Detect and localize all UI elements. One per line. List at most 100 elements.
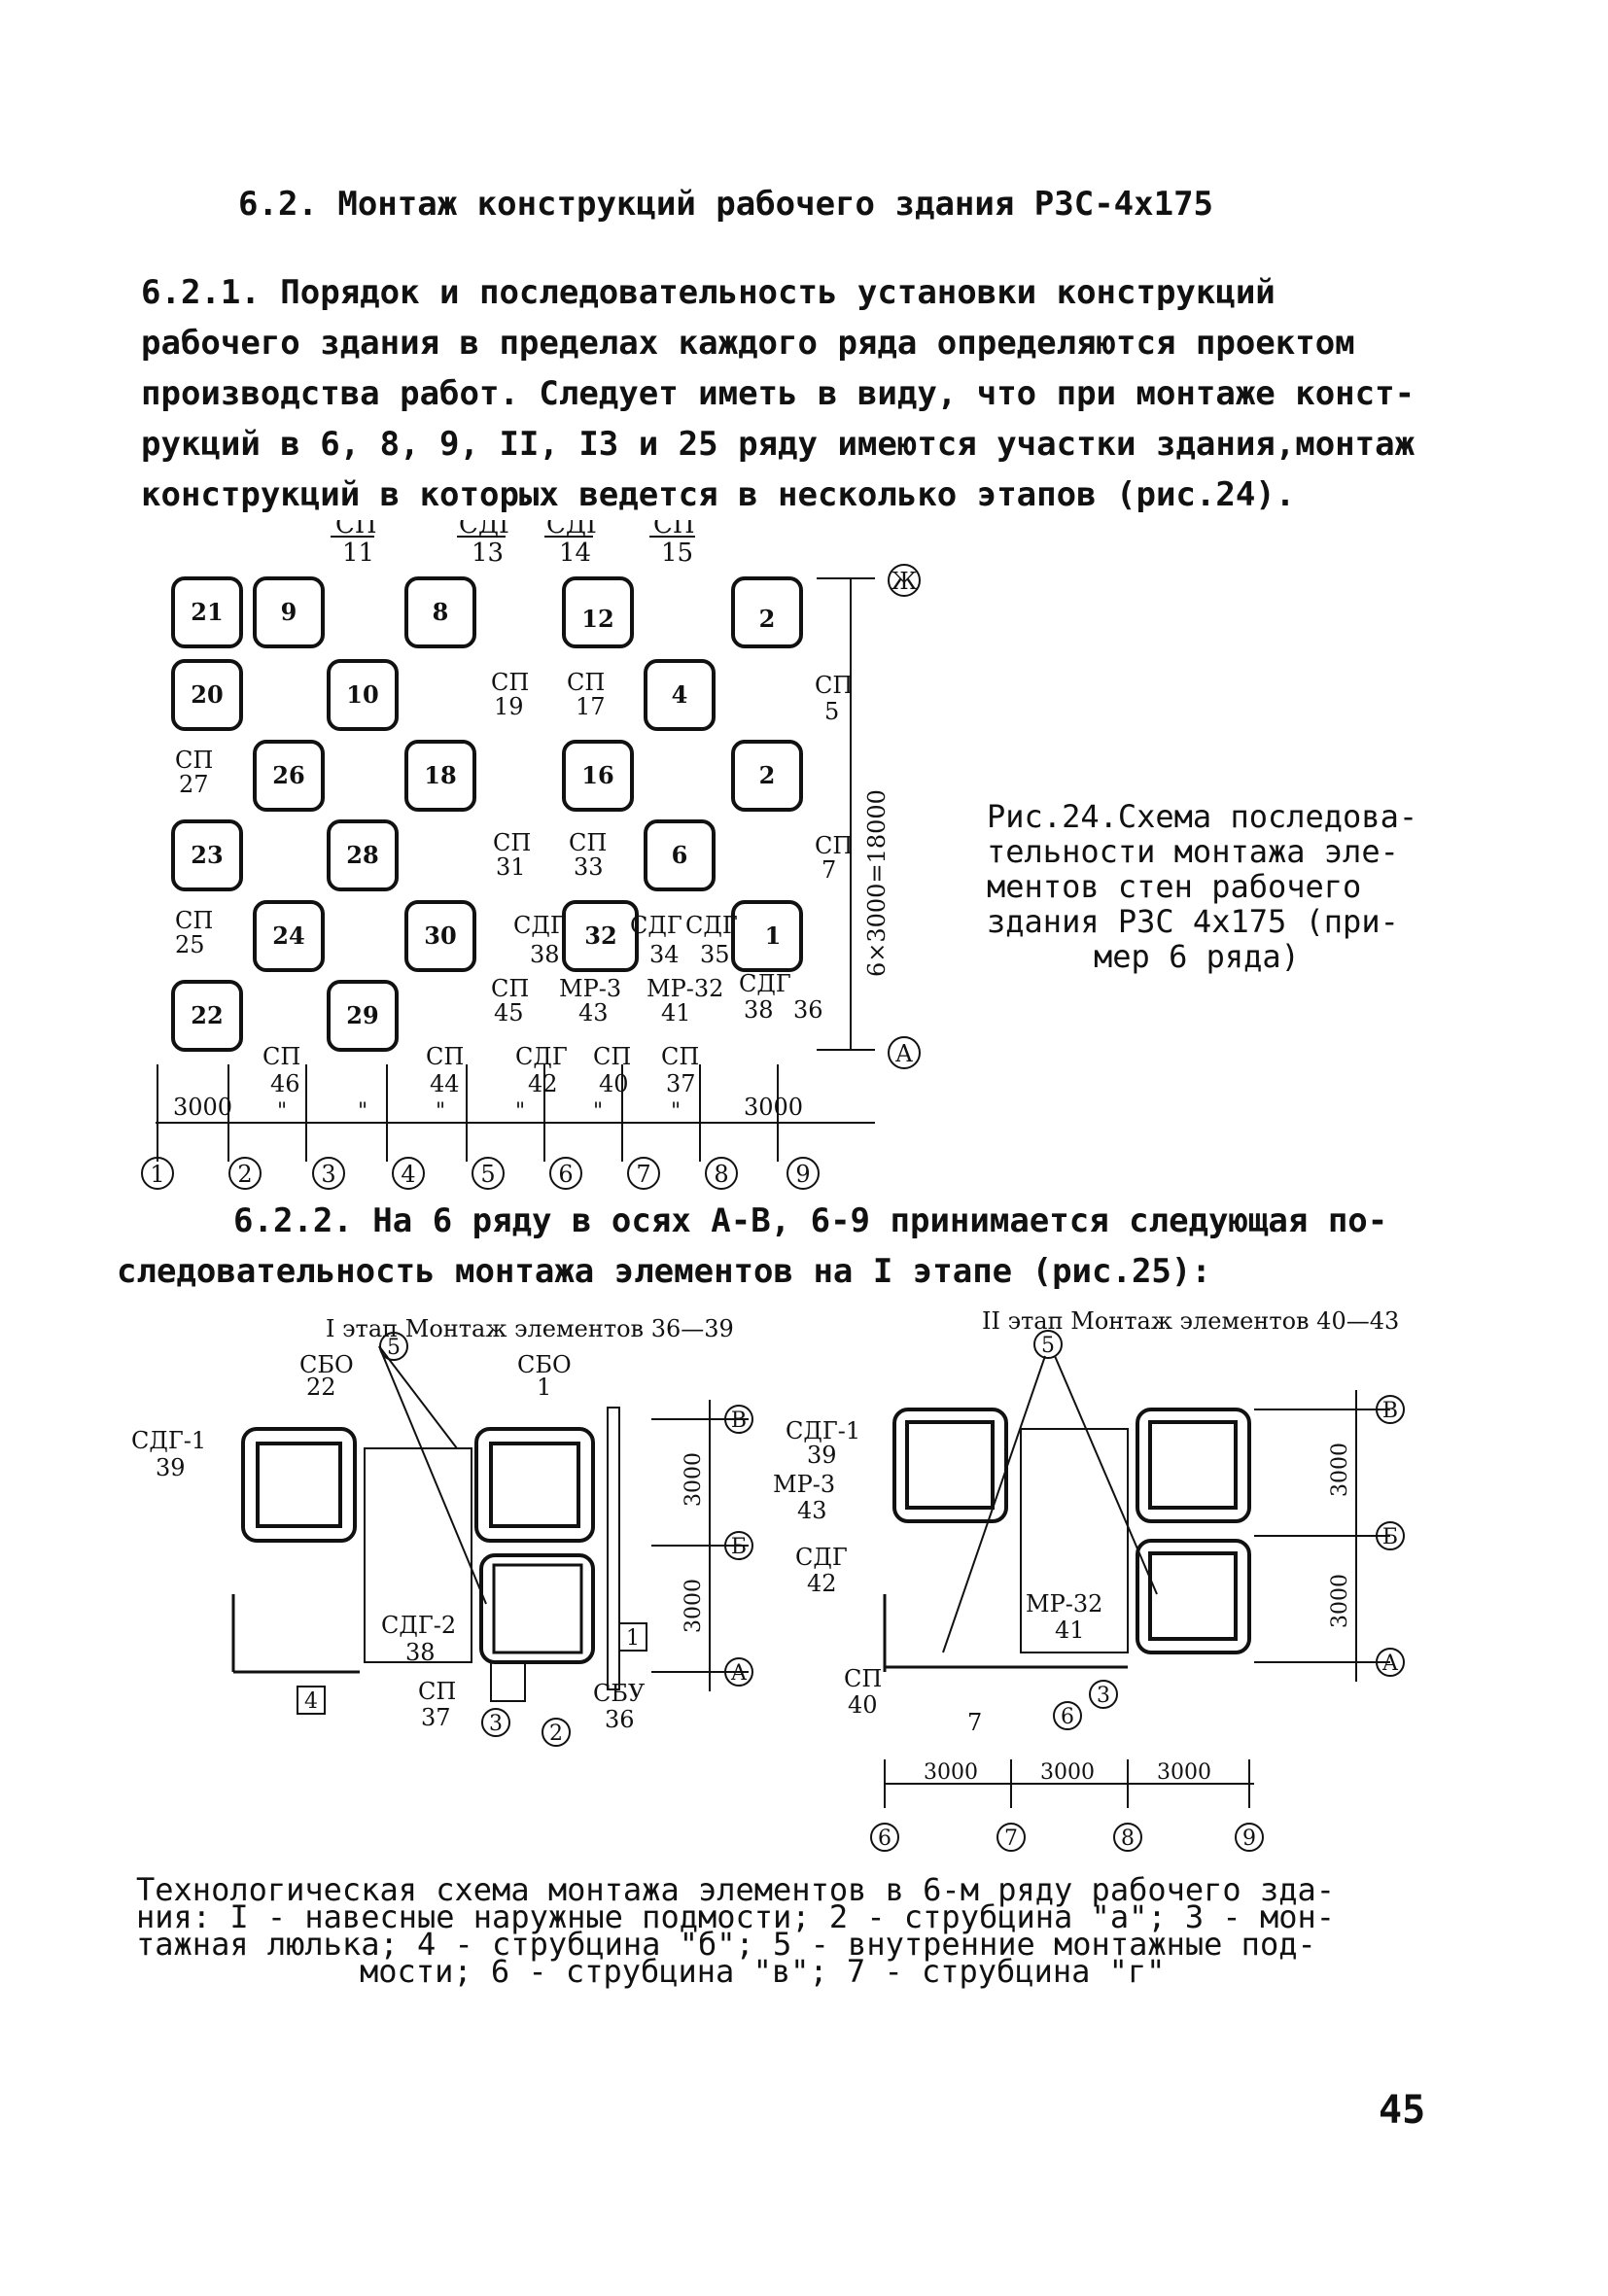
label-bottom: 39 [807,1442,837,1469]
axis-letter: В [731,1409,747,1433]
para1-line-3: производства работ. Следует иметь в виду… [141,374,1416,413]
dim-label: 3000 [744,1094,803,1121]
element-label-top: СДГ [685,912,738,939]
element-label-bottom: 35 [700,941,730,968]
stage-title: II этап Монтаж элементов 40—43 [982,1307,1399,1335]
element-label-bottom: 19 [494,693,524,720]
cell-number: 18 [424,761,456,789]
element-label-bottom: 43 [578,999,609,1026]
side-number: 36 [793,996,823,1024]
label-top: МР-3 [773,1471,835,1498]
element-label-top: СП [175,747,213,774]
top-label-numerator: СП [653,520,695,539]
element-label-bottom: 5 [824,698,839,725]
stage-title: I этап Монтаж элементов 36—39 [326,1315,734,1342]
dim-label: 3000 [1328,1443,1352,1497]
cell-number: 16 [581,761,613,789]
marker-number: 5 [1041,1334,1055,1358]
element-label-top: СП [175,907,213,934]
label-top: СП [844,1665,882,1692]
element-label-bottom: 38 [530,941,560,968]
element-label-bottom: 46 [270,1070,300,1097]
marker-number: 4 [304,1689,318,1714]
axis-number: 4 [401,1161,415,1188]
cell-number: 8 [433,598,449,626]
figure-24-diagram: СП 11 СДГ 13 СДГ 14 СП 15 21 9 8 12 2 20… [141,520,921,1190]
label-top: СБО [299,1351,354,1378]
element-label-top: СП [569,829,607,856]
vertical-dim-label: 6×3000=18000 [863,789,891,977]
caption-line: здания РЗС 4х175 (при- [987,903,1399,940]
element-label-bottom: 34 [649,941,680,968]
element-label-top: СДГ [515,1043,568,1070]
element-label-top: МР-3 [559,975,621,1002]
cell-number: 9 [281,598,297,626]
cell-number: 12 [581,605,613,633]
ditto-mark: " [277,1099,287,1124]
para1-line-4: рукций в 6, 8, 9, II, I3 и 25 ряду имеют… [141,425,1416,464]
dim-label: 3000 [1328,1574,1352,1628]
axis-number: 6 [558,1161,573,1188]
figure-25-diagram: I этап Монтаж элементов 36—39 II этап Мо… [131,1307,1405,1852]
axis-number: 2 [237,1161,252,1188]
axis-number: 9 [1242,1826,1256,1851]
element-label-bottom: 37 [666,1070,696,1097]
axis-number: 7 [1004,1826,1018,1851]
element-label-top: СДГ [630,912,682,939]
caption-line: тажная люлька; 4 - струбцина "б"; 5 - вн… [136,1926,1316,1963]
caption-line: Технологическая схема монтажа элементов … [136,1871,1335,1908]
caption-line: мости; 6 - струбцина "в"; 7 - струбцина … [360,1953,1166,1990]
element-label-top: МР-32 [647,975,723,1002]
caption-line: ментов стен рабочего [987,868,1362,905]
label-top: СДГ-1 [786,1417,860,1444]
element-label-top: СП [815,672,853,699]
label-bottom: 42 [807,1570,837,1597]
element-label-bottom: 31 [496,853,526,881]
element-label-top: СП [493,829,531,856]
axis-number: 6 [878,1826,891,1851]
axis-letter: Б [731,1535,747,1559]
marker-number: 6 [1061,1705,1074,1729]
top-label-numerator: СДГ [546,520,603,539]
dim-label: 3000 [682,1452,706,1507]
element-label-bottom: 42 [528,1070,558,1097]
axis-letter: Б [1382,1525,1398,1549]
element-label-bottom: 33 [574,853,604,881]
cell-number: 24 [272,922,304,950]
cell-number: 32 [584,922,616,950]
element-label-bottom: 40 [599,1070,629,1097]
marker-number: 3 [1097,1684,1110,1708]
axis-number: 9 [795,1161,810,1188]
axis-number: 7 [636,1161,650,1188]
label-top: СДГ [795,1544,848,1571]
element-label-top: СП [661,1043,699,1070]
axis-letter: А [731,1661,748,1686]
label-bottom: 22 [306,1374,336,1401]
caption-line: мер 6 ряда) [1094,938,1300,975]
element-label-bottom: 44 [430,1070,460,1097]
top-label-denominator: 13 [472,539,504,568]
para2-line-2: следовательность монтажа элементов на I … [117,1252,1211,1291]
ditto-mark: " [436,1099,445,1124]
label-top: СДГ-2 [381,1612,456,1639]
cell-number: 26 [272,761,304,789]
element-label-top: СДГ [739,970,791,997]
label-bottom: 43 [797,1497,827,1524]
axis-number: 8 [714,1161,728,1188]
axis-number: 3 [321,1161,335,1188]
top-label-denominator: 14 [559,539,591,568]
cell-number: 21 [191,598,223,626]
para1-line-1: 6.2.1. Порядок и последовательность уста… [141,273,1276,312]
cell-number: 28 [346,841,378,869]
cell-number: 6 [672,841,688,869]
label-bottom: 36 [605,1706,635,1733]
top-label-denominator: 15 [661,539,693,568]
axis-letter: В [1382,1399,1398,1423]
ditto-mark: " [358,1099,367,1124]
cell-number: 2 [759,761,776,789]
dim-label: 3000 [1040,1760,1095,1785]
label-top: МР-32 [1026,1590,1102,1618]
label-top: СДГ-1 [131,1427,206,1454]
cell-number: 23 [191,841,223,869]
element-label-top: СП [815,832,853,859]
